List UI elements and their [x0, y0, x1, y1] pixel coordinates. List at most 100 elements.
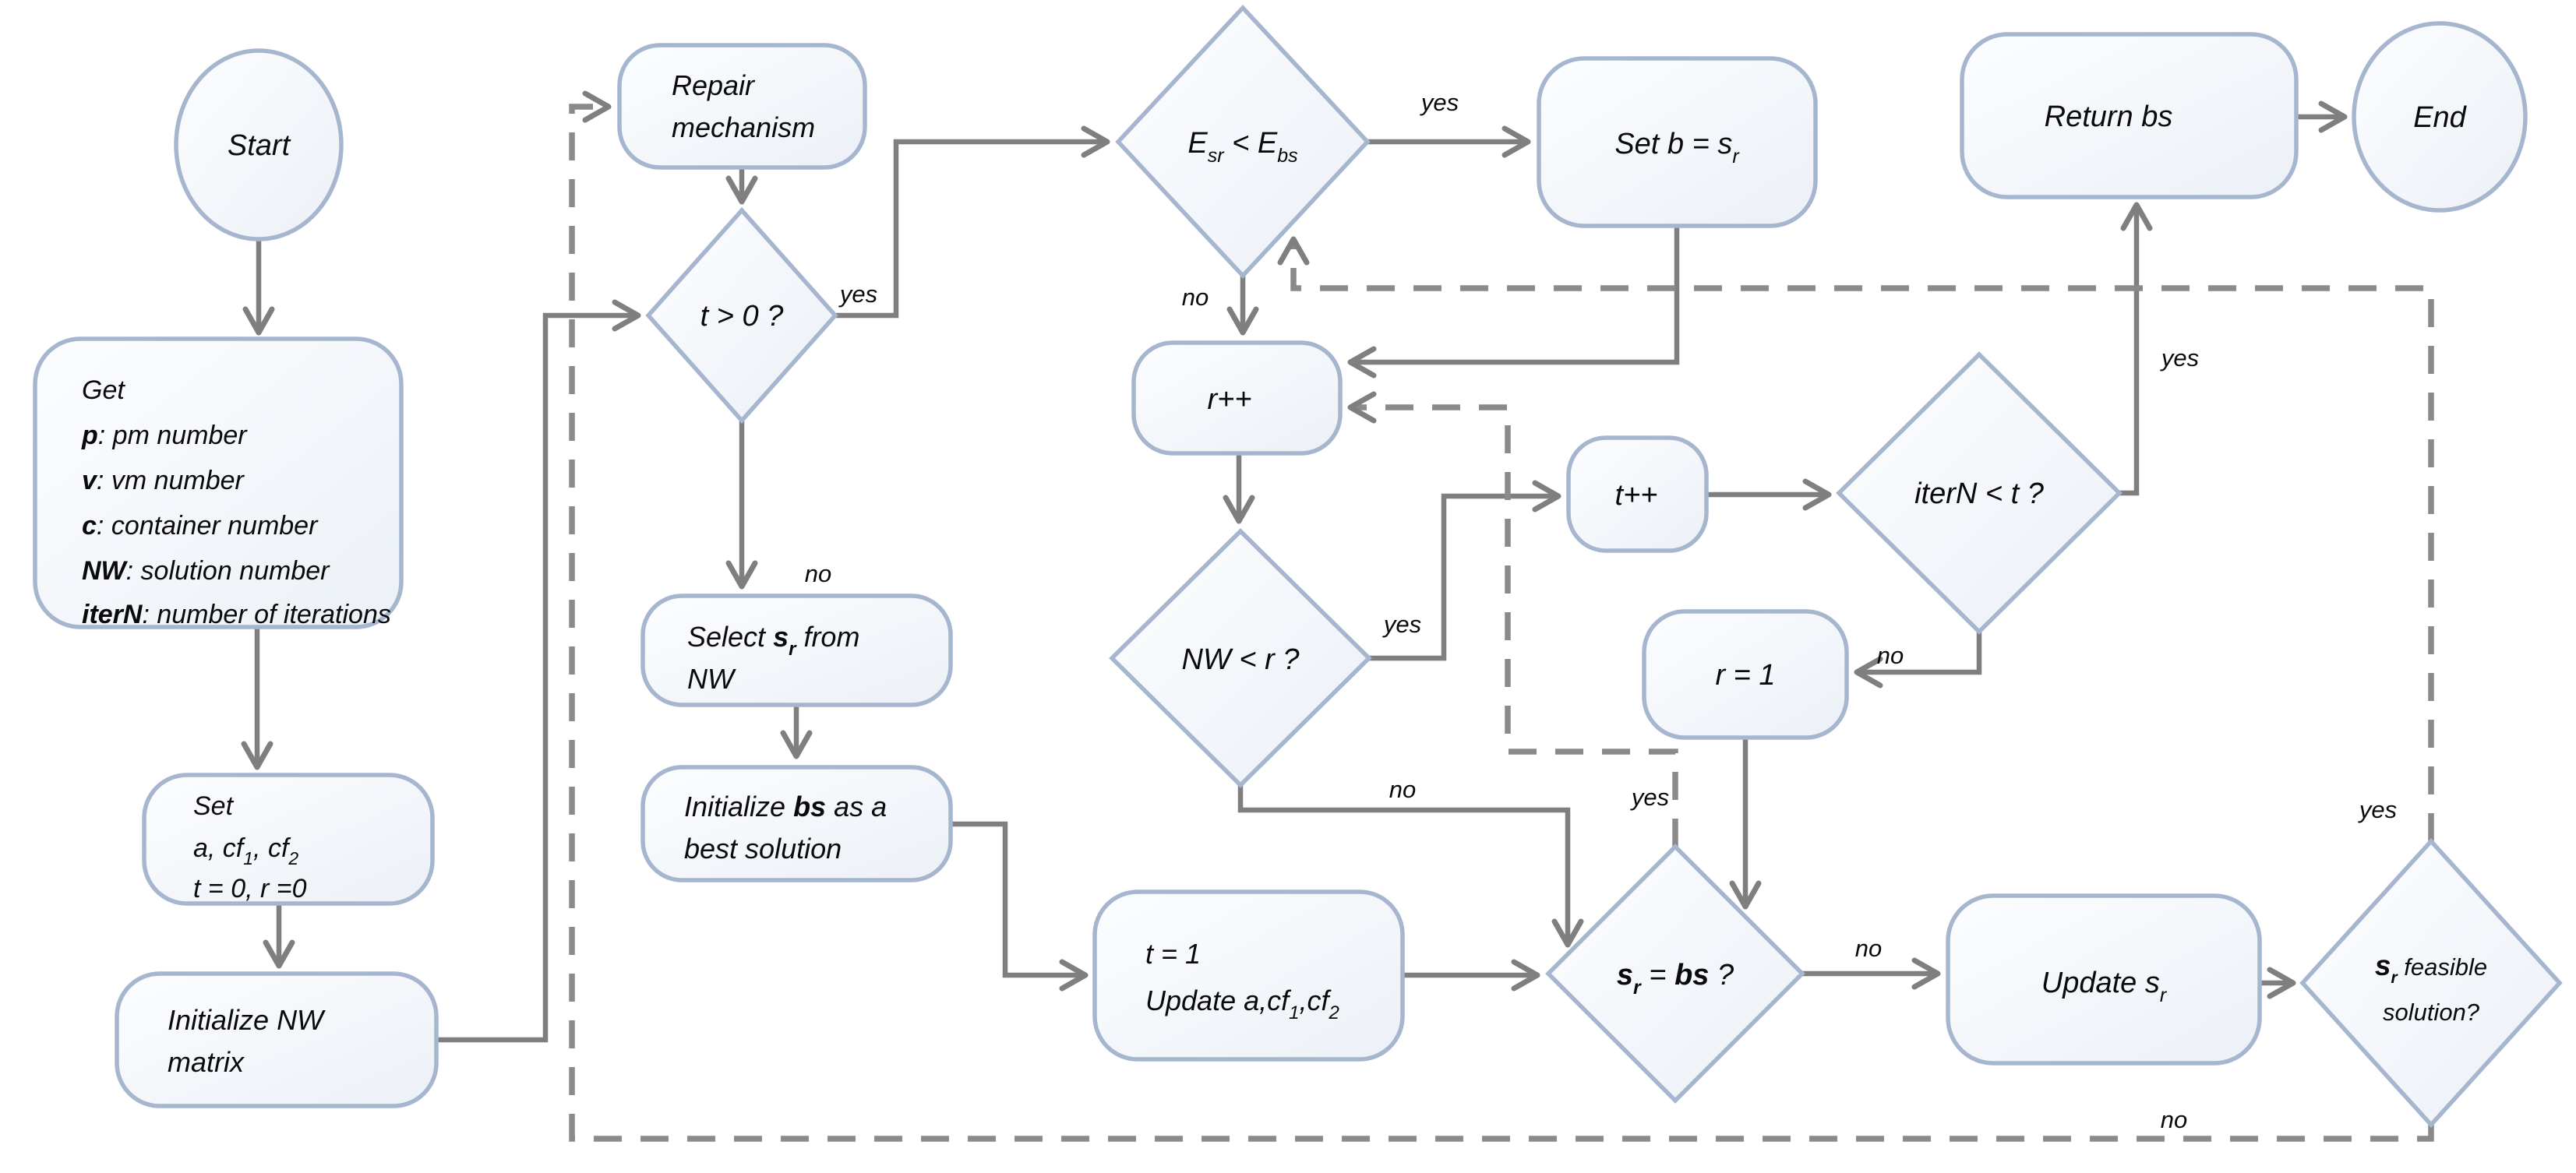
itern-decision-shape: [1836, 351, 2123, 635]
edge-srf-no-loop: [569, 90, 2434, 1142]
edge-srbs-yes-loop: [1347, 391, 1678, 847]
node-decision-esr-ebs: Esr < Ebs: [1115, 4, 1371, 280]
label-srf-no: no: [2161, 1106, 2187, 1133]
node-select-sr: Select sr from NW: [640, 594, 953, 707]
t1-line1: t = 1: [1145, 938, 1201, 970]
esr-decision-shape: [1115, 4, 1371, 280]
srbs-label: sr = bs ?: [1617, 959, 1734, 999]
tpp-process-shape: [1566, 435, 1709, 553]
rpp-label: r++: [1207, 383, 1251, 416]
update-sr-process-shape: [1946, 893, 2262, 1066]
node-decision-itern-lt-t: iterN < t ?: [1836, 351, 2123, 635]
label-nw-no: no: [1389, 776, 1416, 803]
select-sr-line2: NW: [687, 663, 736, 695]
edge-itern-yes: [2119, 202, 2153, 496]
edge-init-to-t0: [436, 299, 641, 1043]
solid-connectors: [241, 100, 2348, 1043]
node-start: Start: [174, 48, 344, 241]
edge-itern-no: [1854, 632, 1982, 689]
nw-label: NW < r ?: [1182, 643, 1300, 676]
node-r-increment: r++: [1131, 340, 1343, 456]
node-t-increment: t++: [1566, 435, 1709, 553]
label-t0-yes: yes: [838, 280, 877, 308]
init-bs-line2: best solution: [684, 833, 842, 865]
edge-initbs-to-t1: [951, 821, 1089, 992]
setb-process-shape: [1537, 56, 1818, 228]
r1-label: r = 1: [1715, 659, 1775, 692]
t1-process-shape: [1092, 889, 1405, 1062]
update-sr-label: Update sr: [2041, 967, 2168, 1006]
get-line-itern: iterN: number of iterations: [82, 600, 391, 629]
edge-srf-yes-loop: [1277, 236, 2434, 841]
label-srbs-no: no: [1855, 935, 1882, 962]
label-itern-yes: yes: [2160, 344, 2199, 372]
get-line-p: p: pm number: [81, 421, 248, 450]
srf-decision-shape: [2299, 837, 2563, 1129]
nw-decision-shape: [1109, 528, 1372, 788]
init-bs-line1: Initialize bs as a: [684, 791, 887, 823]
get-process-shape: [33, 336, 404, 629]
node-update-sr: Update sr: [1946, 893, 2262, 1066]
node-decision-sr-feasible: sr feasible solution?: [2299, 837, 2563, 1129]
node-initialize-bs: Initialize bs as a best solution: [640, 765, 953, 882]
srf-line2: solution?: [2383, 999, 2480, 1026]
esr-label: Esr < Ebs: [1187, 127, 1297, 167]
repair-process-shape: [617, 43, 867, 170]
repair-line1: Repair: [672, 69, 756, 101]
start-label: Start: [228, 129, 291, 162]
setb-label: Set b = sr: [1614, 128, 1740, 167]
t1-line2: Update a,cf1,cf2: [1145, 985, 1339, 1023]
tpp-label: t++: [1615, 479, 1658, 512]
node-decision-sr-eq-bs: sr = bs ?: [1545, 844, 1805, 1104]
rpp-process-shape: [1131, 340, 1343, 456]
init-nw-process-shape: [115, 971, 439, 1108]
node-t1-update: t = 1 Update a,cf1,cf2: [1092, 889, 1405, 1062]
t0-decision-shape: [645, 206, 838, 424]
label-srbs-yes: yes: [1630, 784, 1669, 811]
edge-t0-yes: [835, 125, 1110, 319]
srbs-decision-shape: [1545, 844, 1805, 1104]
edge-nw-no: [1237, 785, 1584, 948]
repair-line2: mechanism: [672, 111, 815, 143]
node-return-bs: Return bs: [1960, 32, 2299, 199]
srf-line1: sr feasible: [2375, 949, 2487, 987]
label-esr-no: no: [1182, 284, 1209, 311]
t0-label: t > 0 ?: [700, 300, 785, 333]
get-line-c: c: container number: [82, 511, 319, 541]
node-get-inputs: Get p: pm number v: vm number c: contain…: [33, 336, 404, 629]
node-set-params: Set a, cf1, cf2 t = 0, r =0: [142, 773, 435, 906]
get-title: Get: [82, 375, 125, 405]
itern-label: iterN < t ?: [1914, 477, 2045, 510]
return-bs-process-shape: [1960, 32, 2299, 199]
node-end: End: [2352, 21, 2528, 213]
get-line-v: v: vm number: [82, 466, 245, 495]
label-nw-yes: yes: [1382, 611, 1421, 638]
edge-labels: yes no yes no yes no yes no yes no yes n…: [805, 89, 2397, 1133]
init-nw-line1: Initialize NW: [168, 1004, 326, 1036]
set-line-cf: a, cf1, cf2: [193, 833, 298, 868]
set-process-shape: [142, 773, 435, 906]
edge-setb-to-rpp: [1347, 226, 1680, 379]
get-line-nw: NW: solution number: [82, 556, 330, 586]
label-esr-yes: yes: [1420, 89, 1459, 116]
init-nw-line2: matrix: [168, 1046, 245, 1078]
edge-nw-yes: [1369, 480, 1561, 661]
node-r-equals-1: r = 1: [1642, 609, 1849, 740]
select-sr-line1: Select sr from: [687, 621, 859, 660]
node-decision-nw-lt-r: NW < r ?: [1109, 528, 1372, 788]
end-label: End: [2413, 101, 2467, 134]
set-title: Set: [193, 791, 235, 821]
label-srf-yes: yes: [2358, 796, 2397, 823]
set-line-tr: t = 0, r =0: [193, 874, 307, 904]
r1-process-shape: [1642, 609, 1849, 740]
label-t0-no: no: [805, 560, 831, 587]
node-set-b: Set b = sr: [1537, 56, 1818, 228]
dashed-connectors: [569, 90, 2434, 1142]
init-bs-process-shape: [640, 765, 953, 882]
node-repair-mechanism: Repair mechanism: [617, 43, 867, 170]
label-itern-no: no: [1877, 642, 1904, 669]
select-sr-process-shape: [640, 594, 953, 707]
node-initialize-nw-matrix: Initialize NW matrix: [115, 971, 439, 1108]
return-bs-label: Return bs: [2045, 100, 2173, 133]
